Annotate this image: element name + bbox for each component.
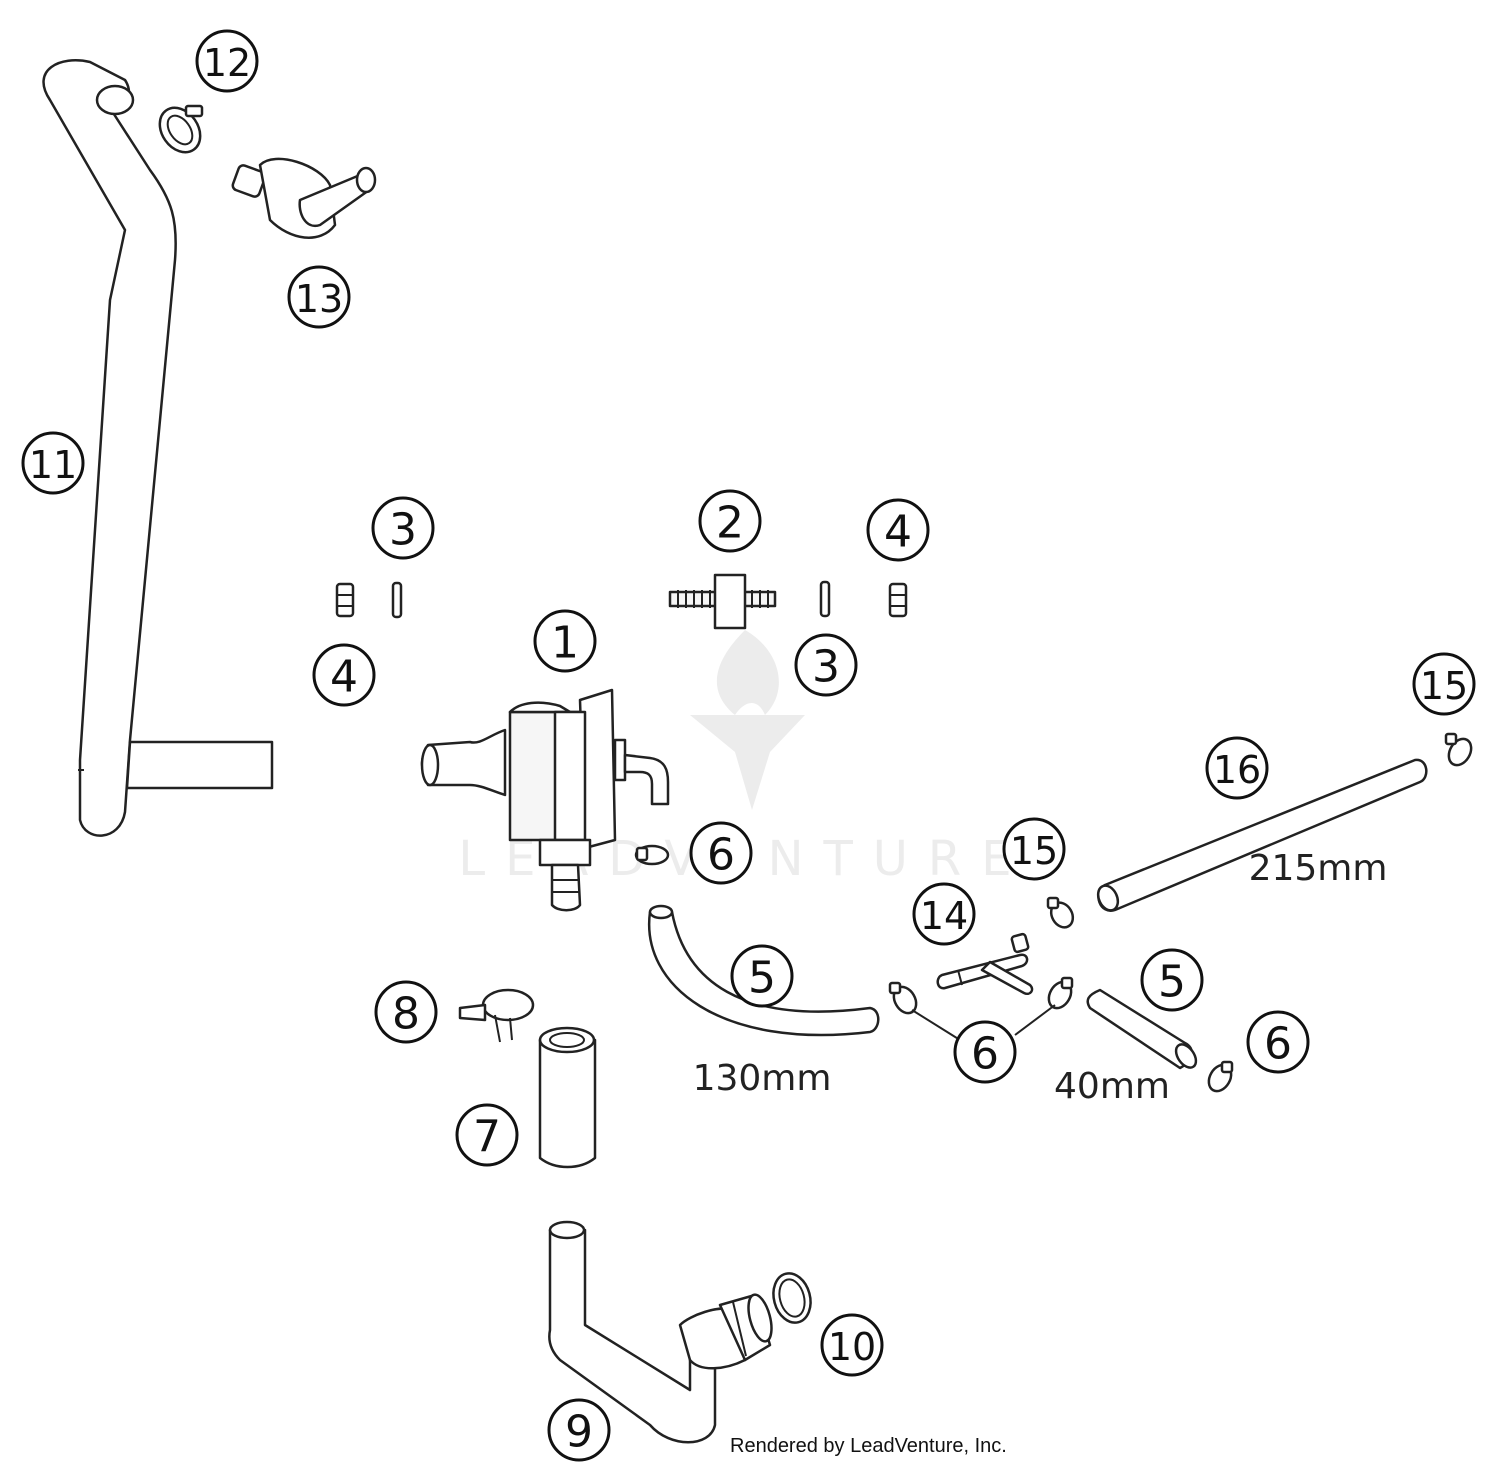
part-6-clamp-valve [634, 844, 670, 866]
callout-5-right: 5 [1140, 948, 1204, 1012]
svg-text:6: 6 [971, 1029, 999, 1080]
svg-text:10: 10 [828, 1325, 876, 1369]
callout-3-right: 3 [794, 633, 858, 697]
svg-text:15: 15 [1420, 664, 1468, 708]
svg-text:6: 6 [1264, 1019, 1292, 1070]
callout-16: 16 [1205, 736, 1269, 800]
part-8-clamp [458, 988, 535, 1043]
svg-text:16: 16 [1213, 748, 1261, 792]
callout-6-center: 6 [953, 1020, 1017, 1084]
callout-13: 13 [287, 265, 351, 329]
svg-text:15: 15 [1010, 829, 1058, 873]
callout-11: 11 [21, 431, 85, 495]
part-7-sleeve [538, 1026, 597, 1169]
part-6-clamp-left [888, 981, 918, 1015]
svg-text:1: 1 [551, 618, 579, 669]
callout-12: 12 [195, 29, 259, 93]
part-4-nut-left [335, 582, 355, 618]
part-15-clamp-center [1046, 896, 1075, 929]
part-3-washer-right [819, 580, 831, 618]
watermark-v-logo-icon [690, 715, 805, 810]
part-9-intake-pipe [548, 1220, 773, 1444]
svg-text:5: 5 [1158, 957, 1186, 1008]
callout-7: 7 [455, 1103, 519, 1167]
svg-text:4: 4 [330, 652, 358, 703]
callout-2: 2 [698, 489, 762, 553]
svg-text:13: 13 [295, 277, 343, 321]
dimension-215mm: 215mm [1249, 848, 1388, 889]
callout-4-left: 4 [312, 643, 376, 707]
svg-text:3: 3 [812, 642, 840, 693]
callout-1: 1 [533, 609, 597, 673]
callout-3-left: 3 [371, 496, 435, 560]
part-6-clamp-right [1047, 976, 1074, 1010]
part-5-hose-130mm [647, 904, 880, 1037]
callout-10: 10 [820, 1313, 884, 1377]
svg-text:3: 3 [389, 505, 417, 556]
dimension-40mm: 40mm [1054, 1066, 1170, 1107]
callout-14: 14 [912, 882, 976, 946]
dimension-130mm: 130mm [693, 1058, 832, 1099]
svg-text:7: 7 [473, 1112, 501, 1163]
svg-text:8: 8 [392, 989, 420, 1040]
part-13-elbow-fitting [231, 157, 377, 239]
watermark-flame-icon [716, 630, 779, 715]
callout-6-valve: 6 [689, 821, 753, 885]
part-6-clamp-far-right [1207, 1060, 1234, 1093]
leader-6-center [911, 1004, 1056, 1041]
svg-text:14: 14 [920, 894, 968, 938]
callout-4-right: 4 [866, 498, 930, 562]
part-5-hose-40mm [1086, 988, 1198, 1070]
callout-9: 9 [547, 1398, 611, 1462]
svg-text:6: 6 [707, 830, 735, 881]
callout-6-right: 6 [1246, 1010, 1310, 1074]
part-1-air-valve [420, 688, 670, 912]
svg-text:2: 2 [716, 498, 744, 549]
part-14-t-piece [936, 932, 1034, 995]
part-16-hose-215mm [1096, 758, 1428, 912]
svg-text:11: 11 [29, 443, 77, 487]
part-10-o-ring [772, 1272, 812, 1324]
part-3-washer-left [391, 581, 403, 619]
callout-15-center: 15 [1002, 817, 1066, 881]
part-2-stud-bracket [668, 573, 777, 630]
callout-8: 8 [374, 980, 438, 1044]
credit-text: Rendered by LeadVenture, Inc. [730, 1435, 1007, 1457]
svg-text:12: 12 [203, 41, 251, 85]
part-12-clamp [158, 104, 204, 154]
part-11-vent-pipe [42, 59, 274, 837]
callout-5-left: 5 [730, 944, 794, 1008]
callout-15-far-right: 15 [1412, 652, 1476, 716]
svg-text:4: 4 [884, 507, 912, 558]
part-15-clamp-far-right [1444, 732, 1473, 767]
svg-text:9: 9 [565, 1407, 593, 1458]
svg-text:5: 5 [748, 953, 776, 1004]
part-4-nut-right [888, 582, 908, 618]
